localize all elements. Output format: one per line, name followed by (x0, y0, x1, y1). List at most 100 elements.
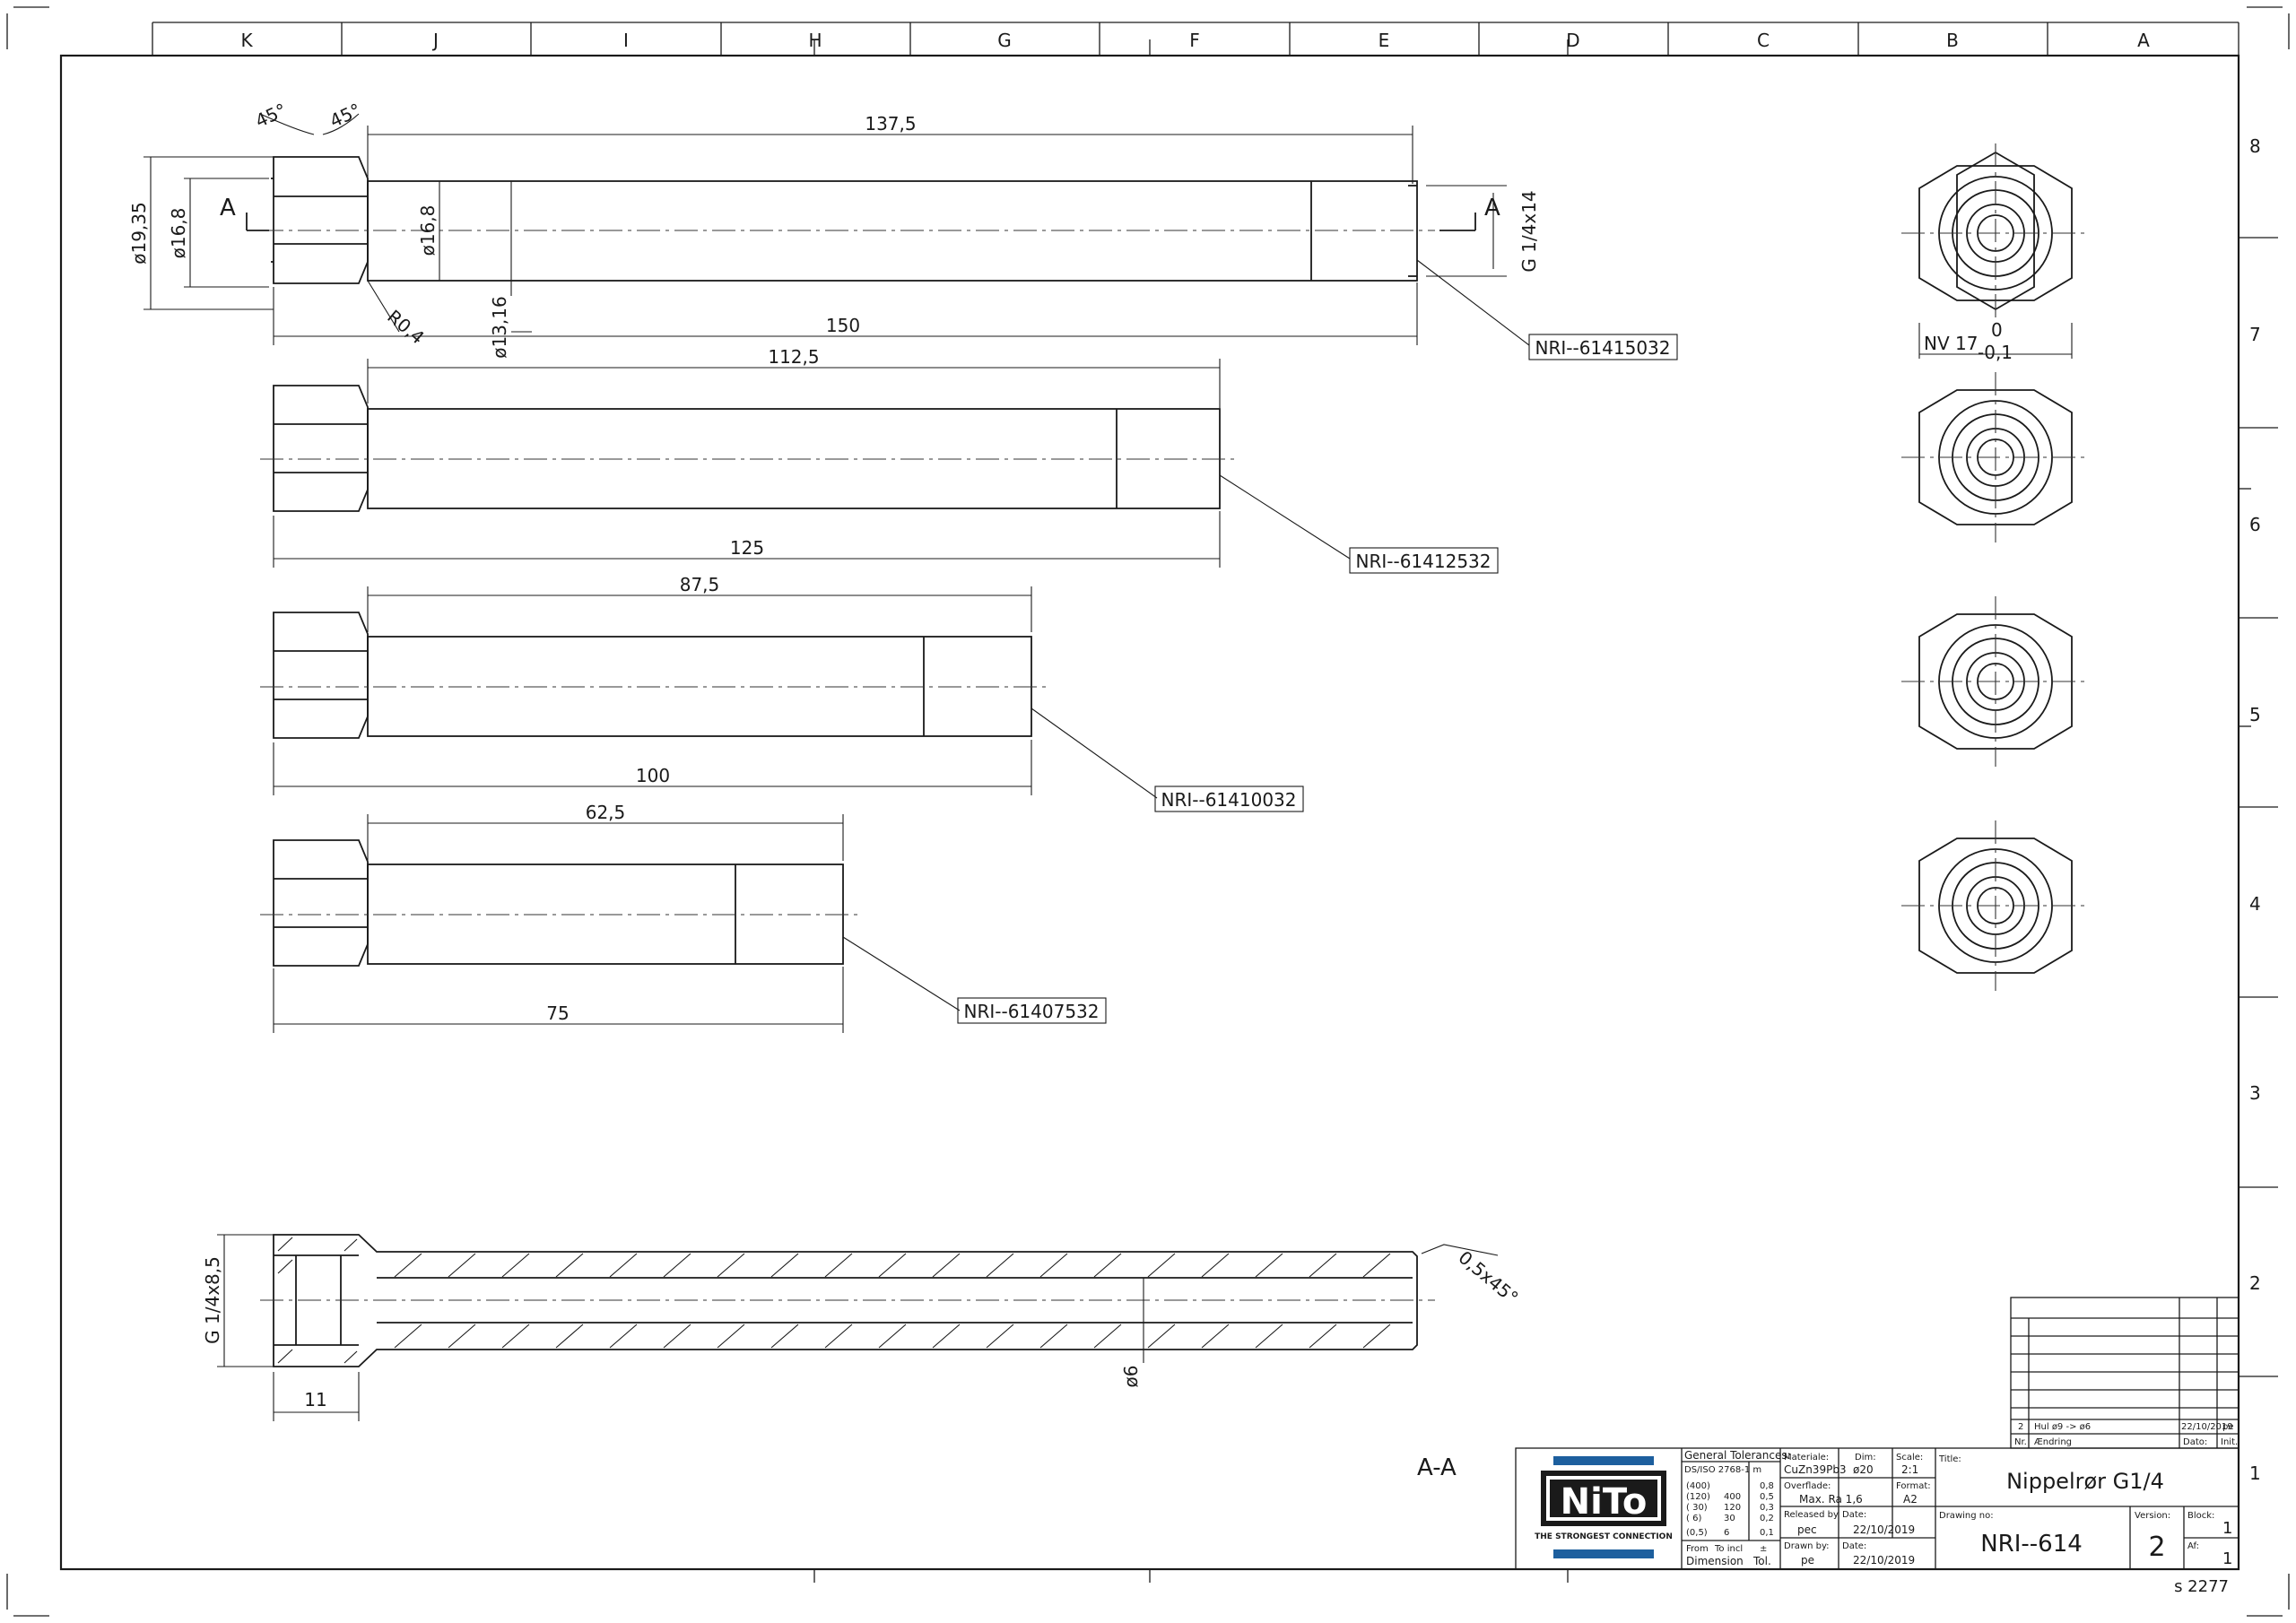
dim-label: Dim: (1855, 1453, 1876, 1462)
rev-change: Hul ø9 -> ø6 (2034, 1422, 2091, 1432)
column-label: G (997, 30, 1012, 51)
date-value-2: 22/10/2019 (1853, 1554, 1915, 1567)
tol-value: 0,8 (1760, 1481, 1774, 1491)
rev-hdr-nr: Nr. (2014, 1437, 2027, 1447)
af-label: Af: (2187, 1541, 2199, 1551)
drawing-no-label: Drawing no: (1939, 1511, 1994, 1521)
row-label: 2 (2249, 1272, 2261, 1294)
dimension-lines (144, 113, 1507, 1421)
column-label: E (1378, 30, 1390, 51)
tol-range: (400) (1686, 1481, 1710, 1491)
tol-from: From (1686, 1544, 1709, 1554)
tol-table: (400) 0,8 (120) 400 0,5 ( 30) 120 0,3 ( … (1686, 1481, 1774, 1567)
drawn-value: pe (1801, 1554, 1814, 1567)
tol-standard: DS/ISO 2768-1 m (1684, 1465, 1761, 1475)
released-value: pec (1797, 1523, 1817, 1536)
dim-label: 62,5 (586, 802, 626, 823)
tol-to: 120 (1724, 1503, 1741, 1513)
surface-value: Max. Ra 1,6 (1799, 1493, 1863, 1506)
surface-label: Overflade: (1784, 1481, 1831, 1491)
dim-value: ø20 (1853, 1463, 1874, 1476)
af-value: 1 (2222, 1549, 2232, 1568)
scale-value: 2:1 (1901, 1463, 1918, 1476)
section-cut-markers (246, 213, 1476, 231)
block-label: Block: (2187, 1511, 2214, 1521)
row-label: 6 (2249, 514, 2261, 535)
tol-value: 0,2 (1760, 1514, 1774, 1523)
dim-label: ø19,35 (128, 202, 150, 265)
block-value: 1 (2222, 1519, 2232, 1538)
version-value: 2 (2148, 1532, 2165, 1563)
rev-init: pe (2222, 1422, 2234, 1432)
dim-label: 0,5x45° (1454, 1246, 1522, 1308)
dim-label: G 1/4x14 (1518, 190, 1540, 272)
part-view-125 (260, 385, 1238, 512)
format-value: A2 (1903, 1493, 1918, 1506)
company-logo: NiTo THE STRONGEST CONNECTION (1535, 1456, 1673, 1558)
nv-label: NV 17 (1924, 333, 1978, 354)
column-label: B (1946, 30, 1959, 51)
nv-tol-upper: 0 (1991, 319, 2003, 341)
column-label: F (1189, 30, 1200, 51)
date-value-1: 22/10/2019 (1853, 1523, 1915, 1536)
dim-label: 87,5 (680, 574, 720, 595)
dim-label: ø16,8 (168, 208, 189, 259)
tol-range: ( 6) (1686, 1514, 1701, 1523)
rev-nr: 2 (2018, 1422, 2023, 1432)
part-leaders (842, 259, 1530, 1011)
title-label: Title: (1938, 1454, 1961, 1464)
dim-label: ø16,8 (417, 205, 439, 256)
column-label: J (431, 30, 439, 51)
dim-label: 11 (304, 1389, 326, 1410)
dim-label: 125 (730, 537, 764, 559)
section-view-a-a (260, 1234, 1435, 1367)
drawing-title: Nippelrør G1/4 (2006, 1469, 2164, 1494)
section-marker-right: A (1484, 195, 1500, 221)
material-label: Materiale: (1784, 1453, 1829, 1462)
row-label: 8 (2249, 135, 2261, 157)
rev-hdr-date: Dato: (2183, 1437, 2207, 1447)
tol-range: (120) (1686, 1492, 1710, 1502)
tol-to: 400 (1724, 1492, 1741, 1502)
dim-label: 100 (636, 765, 670, 786)
material-value: CuZn39Pb3 (1784, 1463, 1847, 1476)
format-label: Format: (1896, 1481, 1931, 1491)
column-label: D (1566, 30, 1579, 51)
scale-label: Scale: (1896, 1453, 1923, 1462)
logo-tagline: THE STRONGEST CONNECTION (1535, 1532, 1673, 1541)
wrench-size-label: NV 17 0 -0,1 (1918, 319, 2073, 363)
sheet-code: s 2277 (2174, 1577, 2229, 1596)
dim-label: 150 (826, 315, 860, 336)
tol-tol: Tol. (1752, 1555, 1771, 1567)
tol-pm: ± (1760, 1544, 1767, 1554)
rev-date: 22/10/2019 (2181, 1422, 2233, 1432)
part-view-75 (260, 839, 861, 967)
grid-column-labels: K J I H G F E D C B A (240, 30, 2150, 51)
dim-label: 45° (326, 99, 364, 132)
tol-header: General Tolerances: (1684, 1449, 1791, 1462)
version-label: Version: (2135, 1511, 2170, 1521)
part-view-100 (260, 612, 1049, 739)
tol-range: (0,5) (1686, 1528, 1708, 1538)
row-label: 5 (2249, 704, 2261, 725)
dim-label: ø13,16 (489, 296, 510, 359)
tol-range: ( 30) (1686, 1503, 1708, 1513)
view-labels: A A A-A (220, 195, 1500, 1481)
section-view-title: A-A (1417, 1454, 1457, 1481)
dim-label: 112,5 (768, 346, 819, 368)
dim-label: 45° (252, 99, 290, 132)
released-label: Released by (1784, 1510, 1839, 1520)
column-label: I (623, 30, 629, 51)
grid-ticks (152, 22, 2278, 1583)
part-number: NRI--61407532 (964, 1001, 1100, 1022)
rev-hdr-init: Init. (2221, 1437, 2238, 1447)
tol-dimension: Dimension (1686, 1555, 1744, 1567)
row-label: 7 (2249, 324, 2261, 345)
crop-marks (6, 6, 2290, 1617)
row-label: 3 (2249, 1082, 2261, 1104)
tol-value: 0,3 (1760, 1503, 1774, 1513)
date-label-1: Date: (1842, 1510, 1866, 1520)
tol-value: 0,1 (1760, 1528, 1774, 1538)
tol-to: 30 (1724, 1514, 1735, 1523)
